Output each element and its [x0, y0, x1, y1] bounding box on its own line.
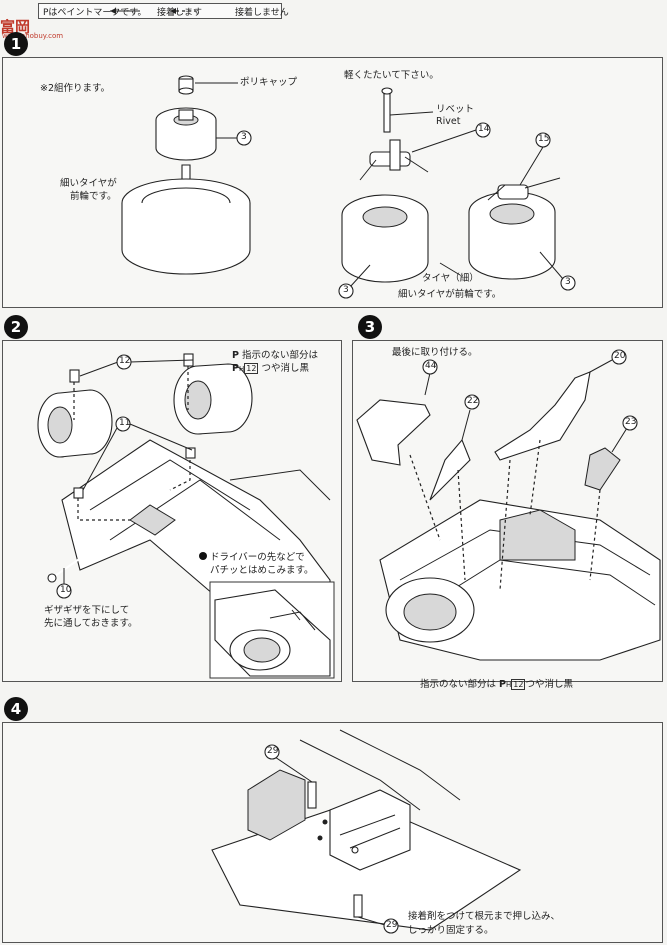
legend-not-glued: 接着しません — [235, 8, 289, 18]
callout-part-29a: 29 — [267, 746, 279, 756]
rivet-label-en: Rivet — [436, 116, 461, 127]
callout-part-29b: 29 — [386, 920, 398, 930]
legend-glued: 接着します — [157, 8, 203, 18]
callout-part-12: 12 — [119, 356, 131, 366]
driver-note-line1: ドライバーの先などで — [210, 552, 305, 563]
callout-part-44: 44 — [425, 361, 437, 371]
step-2-badge: 2 — [4, 315, 28, 339]
step-4-badge: 4 — [4, 697, 28, 721]
step-2-paint-note-text: 指示のない部分は — [242, 350, 319, 361]
step-3-matte-black: つや消し黒 — [525, 679, 573, 690]
step-3-badge: 3 — [358, 315, 382, 339]
narrow-tyre-note-line2: 前輪です。 — [70, 191, 117, 202]
callout-part-3a: 3 — [241, 132, 247, 142]
callout-part-3c: 3 — [565, 277, 571, 287]
callout-part-14: 14 — [478, 124, 490, 134]
legend-bar: Pはペイントマークです。 接着します 接着しません — [38, 3, 289, 19]
step-2-paint-code: 12 — [244, 363, 259, 374]
poly-cap-label: ポリキャップ — [240, 77, 298, 88]
tap-lightly-note: 軽くたたいて下さい。 — [344, 70, 439, 81]
step-1-badge: 1 — [4, 32, 28, 56]
step-1-two-sets-note: ※2組作ります。 — [40, 83, 111, 94]
callout-part-3b: 3 — [343, 285, 349, 295]
serration-note-line2: 先に通しておきます。 — [44, 618, 138, 629]
callout-part-23: 23 — [625, 417, 637, 427]
step-3-paint-note-text: 指示のない部分は — [420, 679, 497, 690]
glue-note-line1: 接着剤をつけて根元まで押し込み、 — [408, 911, 561, 922]
watermark-url: www.nhobuy.com — [2, 32, 64, 40]
callout-part-11: 11 — [119, 418, 131, 428]
narrow-tyre-note-line1: 細いタイヤが — [60, 178, 117, 189]
serration-note-line1: ギザギザを下にして — [44, 605, 130, 616]
rivet-label-jp: リベット — [436, 104, 475, 115]
tyre-narrow-label: タイヤ（細） — [422, 273, 479, 284]
step-2-paint-note-line1: P 指示のない部分は — [232, 350, 319, 361]
step-2-matte-black: つや消し黒 — [261, 363, 309, 374]
driver-note-line2: パチッとはめこみます。 — [210, 565, 314, 576]
watermark-logo: 富岡 — [0, 18, 31, 36]
callout-part-22: 22 — [467, 396, 479, 406]
callout-part-10: 10 — [60, 585, 72, 595]
attach-last-note: 最後に取り付ける。 — [392, 347, 478, 358]
step-3-paint-code: 12 — [511, 679, 526, 690]
legend-paint-mark: Pはペイントマークです。 — [43, 8, 147, 18]
callout-part-20: 20 — [614, 351, 626, 361]
narrow-front-note: 細いタイヤが前輪です。 — [398, 289, 502, 300]
callout-part-15: 15 — [538, 134, 550, 144]
glue-note-line2: しっかり固定する。 — [408, 925, 494, 936]
